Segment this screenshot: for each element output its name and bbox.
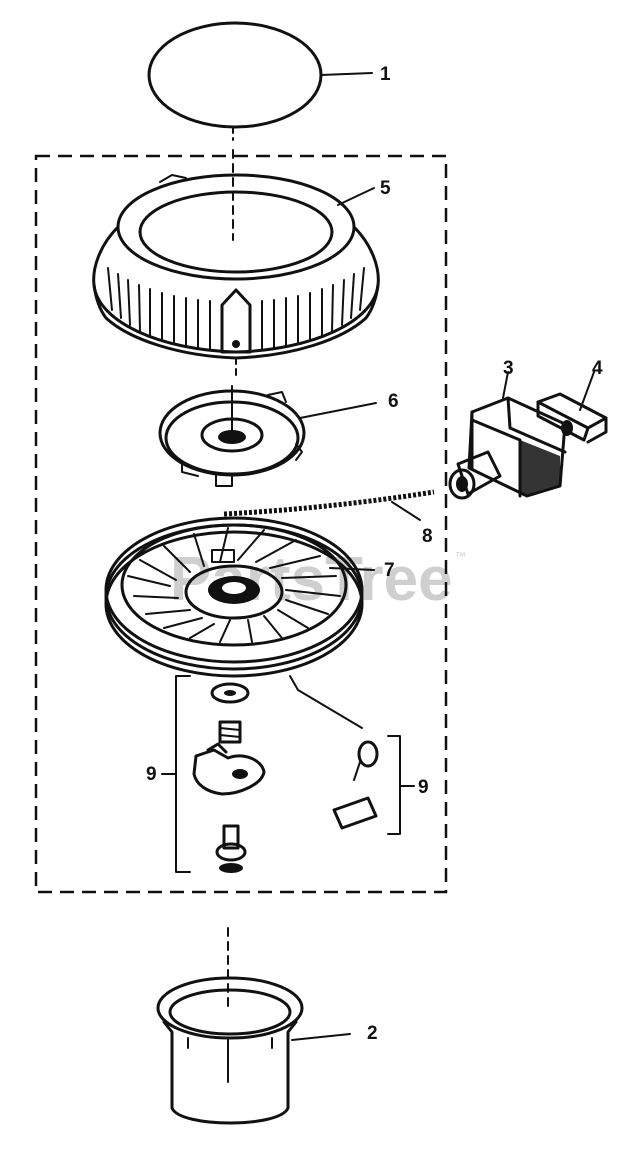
part-3-starter-handle (448, 371, 567, 500)
callout-8: 8 (422, 526, 433, 547)
callout-2: 2 (367, 1023, 378, 1044)
part-7-rewind-pulley (104, 516, 375, 678)
part-9-pawl-kit-right (289, 675, 415, 835)
callout-4: 4 (592, 358, 603, 379)
callout-5: 5 (380, 178, 391, 199)
callout-9-left: 9 (146, 764, 157, 785)
part-6-spring-plate (158, 385, 377, 487)
part-9-pawl-kit-left (161, 675, 266, 873)
assembly-boundary (34, 154, 448, 894)
callout-3: 3 (503, 358, 514, 379)
part-4-handle-insert (536, 371, 608, 444)
callout-1: 1 (380, 64, 391, 85)
part-5-starter-housing (92, 149, 380, 381)
callout-7: 7 (384, 560, 395, 581)
part-8-starter-rope (223, 489, 435, 521)
callout-9-right: 9 (418, 777, 429, 798)
part-2-drive-cup (156, 927, 351, 1125)
part-1-cover-disc (147, 21, 373, 141)
callout-labels: 1 2 3 4 5 6 7 8 9 9 (146, 64, 603, 1044)
watermark-trademark: ™ (455, 551, 466, 563)
watermark: PartsTree ™ (170, 545, 466, 614)
callout-6: 6 (388, 391, 399, 412)
